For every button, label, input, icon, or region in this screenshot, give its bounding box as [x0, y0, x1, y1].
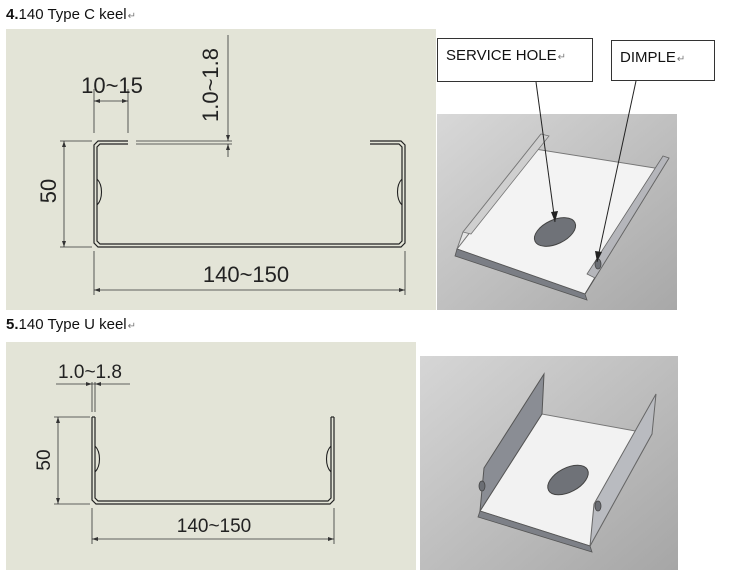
service-hole-callout: SERVICE HOLE↵ — [437, 38, 593, 82]
thickness-dim-label: 1.0~1.8 — [58, 362, 122, 383]
u-keel-render — [420, 356, 678, 570]
return-mark: ↵ — [127, 11, 137, 22]
u-keel-render-svg — [420, 356, 678, 570]
section-5-heading: 5.140 Type U keel↵ — [6, 316, 136, 336]
service-hole-label: SERVICE HOLE — [446, 47, 557, 64]
section-5-number: 5. — [6, 316, 19, 333]
u-keel-drawing-svg: 1.0~1.8 50 140~150 — [34, 362, 335, 544]
c-keel-drawing-svg: 10~15 1.0~1.8 50 140~150 — [36, 35, 406, 295]
section-4-heading: 4.140 Type C keel↵ — [6, 6, 136, 26]
left-dimple — [94, 445, 101, 473]
height-dim-label: 50 — [36, 179, 61, 203]
return-mark: ↵ — [676, 54, 686, 65]
section-4-title: 140 Type C keel — [18, 6, 127, 23]
return-mark: ↵ — [127, 321, 137, 332]
c-keel-drawing: 10~15 1.0~1.8 50 140~150 — [6, 29, 436, 310]
dimple-callout: DIMPLE↵ — [611, 40, 715, 81]
dimple-label: DIMPLE — [620, 49, 676, 66]
thickness-dim-label: 1.0~1.8 — [198, 48, 223, 122]
dimple-arrowhead — [595, 251, 602, 262]
service-hole-arrowhead — [551, 211, 558, 222]
u-keel-drawing: 1.0~1.8 50 140~150 — [6, 342, 416, 570]
right-dimple — [325, 445, 332, 473]
width-dim-label: 140~150 — [177, 516, 252, 537]
height-dim-label: 50 — [34, 449, 55, 470]
right-dimple — [396, 178, 403, 206]
left-dimple — [96, 178, 103, 206]
lip-dim-label: 10~15 — [81, 73, 143, 98]
section-4-number: 4. — [6, 6, 19, 23]
c-profile-outer — [93, 140, 406, 248]
c-profile-inner — [96, 143, 403, 245]
section-5-title: 140 Type U keel — [18, 316, 127, 333]
width-dim-label: 140~150 — [203, 262, 289, 287]
u-profile-outer — [91, 417, 335, 505]
return-mark: ↵ — [557, 52, 566, 63]
u-profile-inner — [94, 417, 332, 502]
